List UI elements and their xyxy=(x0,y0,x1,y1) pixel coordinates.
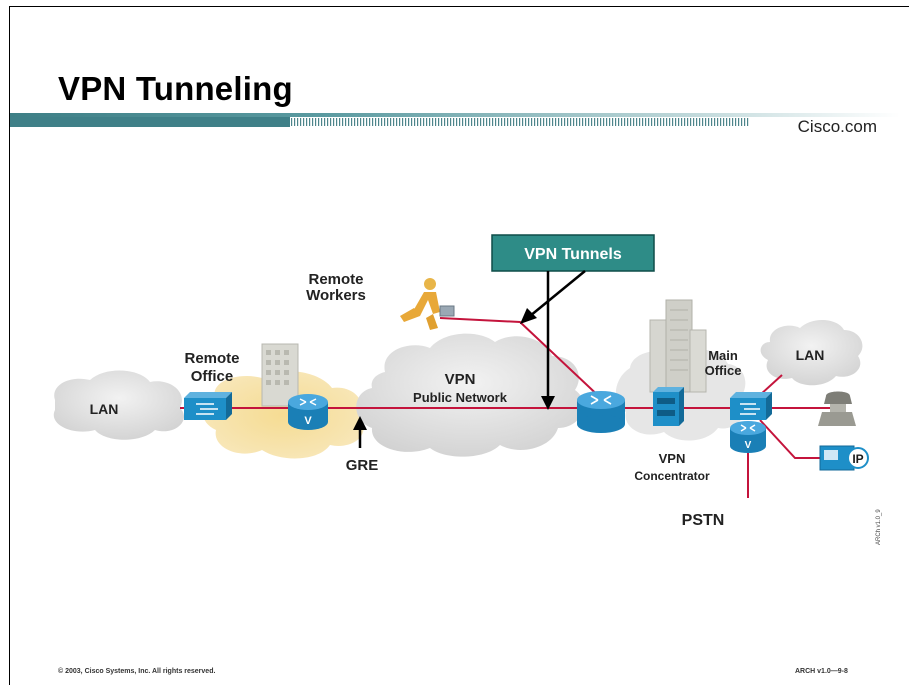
main-router-v-label: V xyxy=(745,440,752,451)
remote-workers-label-2: Workers xyxy=(306,287,366,304)
vpn-concentrator-label-2: Concentrator xyxy=(634,469,710,483)
lan-left-label: LAN xyxy=(90,401,119,417)
remote-office-switch-icon xyxy=(184,392,232,420)
pstn-label: PSTN xyxy=(682,512,725,529)
remote-office-label-1: Remote xyxy=(184,350,239,367)
main-router-icon xyxy=(577,391,625,433)
remote-worker-icon xyxy=(400,278,455,330)
vpn-concentrator-label-1: VPN xyxy=(659,451,686,466)
telephone-icon xyxy=(818,391,856,426)
main-office-building-icon xyxy=(649,299,707,393)
main-office-switch-icon xyxy=(730,392,772,420)
callout-arrows xyxy=(520,270,586,410)
main-office-label-1: Main xyxy=(708,348,738,363)
remote-office-label-2: Office xyxy=(191,368,234,385)
remote-office-building-icon xyxy=(261,343,299,407)
ip-phone-icon: IP xyxy=(819,445,869,471)
vpn-tunnels-callout: VPN Tunnels xyxy=(491,234,655,272)
footer-course-code: ARCH v1.0—9-8 xyxy=(795,668,848,675)
lan-left-cloud xyxy=(53,370,184,440)
remote-voice-router-icon: V xyxy=(288,394,328,430)
remote-workers-label-1: Remote xyxy=(308,271,363,288)
main-voice-router-icon: V xyxy=(730,421,766,453)
vpn-concentrator-icon xyxy=(653,387,684,426)
vpn-cloud-label-2: Public Network xyxy=(413,390,508,405)
network-links xyxy=(180,317,830,498)
slide-frame xyxy=(9,6,909,685)
vpn-public-network-cloud xyxy=(356,333,584,457)
ip-label: IP xyxy=(852,452,863,466)
footer-copyright: © 2003, Cisco Systems, Inc. All rights r… xyxy=(58,668,216,675)
vpn-tunnels-label: VPN Tunnels xyxy=(524,246,622,263)
slide-title: VPN Tunneling xyxy=(58,70,293,107)
remote-router-v-label: V xyxy=(304,415,312,427)
cisco-brand: Cisco.com xyxy=(797,117,877,136)
vpn-cloud-label-1: VPN xyxy=(445,371,476,388)
gre-arrow xyxy=(353,416,367,448)
remote-office-area xyxy=(203,371,364,459)
gre-label: GRE xyxy=(346,457,379,474)
lan-right-cloud xyxy=(760,319,863,386)
side-code-label: ARCh v1.0_9 xyxy=(876,509,882,545)
main-office-label-2: Office xyxy=(705,363,742,378)
header-bar xyxy=(10,113,900,127)
lan-right-label: LAN xyxy=(796,347,825,363)
